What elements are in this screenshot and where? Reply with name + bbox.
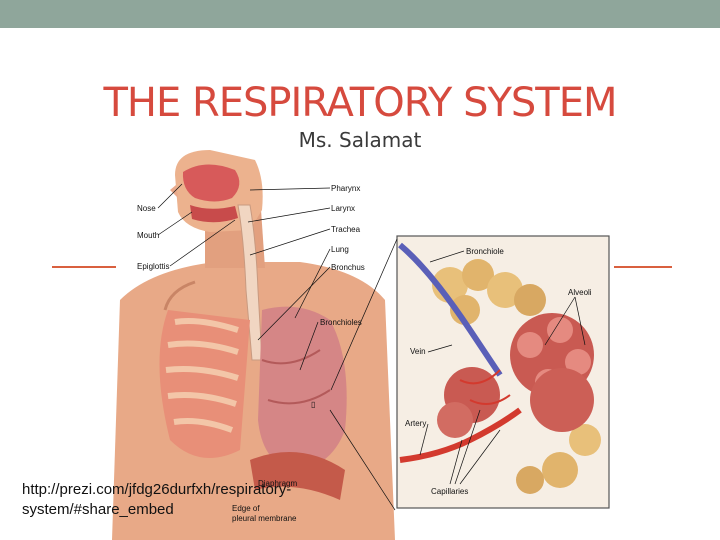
label-epiglottis: Epiglottis	[137, 262, 169, 271]
label-diaphragm: Diaphragm	[258, 479, 297, 488]
label-vein: Vein	[410, 347, 426, 356]
slide-subtitle: Ms. Salamat	[298, 128, 422, 152]
rib-cage-illustration	[159, 310, 250, 458]
top-bar	[0, 0, 720, 28]
label-bronchiole: Bronchiole	[466, 247, 504, 256]
source-url[interactable]: http://prezi.com/jfdg26durfxh/respirator…	[22, 481, 292, 518]
label-bronchus: Bronchus	[331, 263, 365, 272]
label-bronchioles: Bronchioles	[320, 318, 362, 327]
label-alveoli: Alveoli	[568, 288, 592, 297]
title-rule-right	[614, 266, 672, 268]
label-pleura-1: Edge of	[232, 504, 260, 513]
marker-glyph: ▯	[311, 400, 315, 409]
alveoli-illustration	[398, 242, 601, 494]
slide-title: The respiratory system	[103, 80, 617, 126]
leader-lines	[157, 183, 586, 511]
label-nose: Nose	[137, 204, 156, 213]
title-rule-left	[52, 266, 116, 268]
label-mouth: Mouth	[137, 231, 159, 240]
label-trachea: Trachea	[331, 225, 361, 234]
label-pharynx: Pharynx	[331, 184, 360, 193]
diaphragm-illustration	[250, 452, 345, 500]
label-larynx: Larynx	[331, 204, 355, 213]
label-pleura-2: pleural membrane	[232, 514, 297, 523]
lung-illustration	[258, 306, 347, 470]
label-lung: Lung	[331, 245, 349, 254]
label-artery: Artery	[405, 419, 426, 428]
label-capillaries: Capillaries	[431, 487, 468, 496]
